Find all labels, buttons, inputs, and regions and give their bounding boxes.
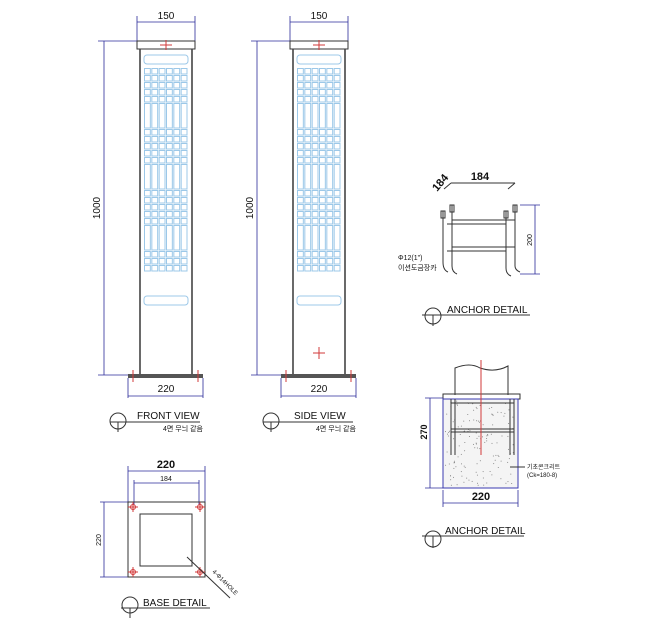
section-width-dimension: 220 [472, 491, 490, 503]
front-base-dimension: 220 [158, 384, 175, 395]
frame-depth-dimension: 184 [430, 172, 452, 194]
rebar-label: Φ12(1") [398, 255, 422, 262]
front-view-note: 4면 무늬 같음 [163, 424, 204, 433]
side-width-dimension: 150 [311, 11, 328, 22]
anchor-frame-detail: 184 184 200 Φ12(1") 이션도금장카 ANCHOR DETAIL [398, 171, 540, 326]
side-height-dimension: 1000 [245, 196, 256, 219]
bolt-hole-icon [128, 567, 138, 577]
anchor-frame-title: ANCHOR DETAIL [447, 305, 528, 316]
base-detail-title: BASE DETAIL [143, 598, 207, 609]
base-vertical-dimension: 220 [96, 534, 103, 546]
section-height-dimension: 270 [419, 424, 429, 439]
front-view: 150 1000 220 FRONT VIEW 4면 무늬 같음 [92, 11, 204, 433]
concrete-label: 기초콘크리트 [527, 463, 561, 471]
frame-height-dimension: 200 [527, 234, 534, 246]
base-detail: 220 184 220 4-Φ14HOLE BASE DETAIL [96, 459, 238, 618]
rebar-material-label: 이션도금장카 [398, 263, 437, 272]
side-base-dimension: 220 [311, 384, 328, 395]
side-view: 150 1000 220 SIDE VIEW 4면 무늬 같음 [245, 11, 357, 433]
side-view-title: SIDE VIEW [294, 411, 346, 422]
base-plate [128, 374, 203, 378]
frame-width-dimension: 184 [471, 171, 490, 183]
front-width-dimension: 150 [158, 11, 175, 22]
anchor-section-detail: 270 220 기초콘크리트 (Ck=180-8) ANCHOR DETAIL [419, 360, 561, 548]
bolt-hole-icon [128, 502, 138, 512]
side-view-note: 4면 무늬 같음 [316, 424, 357, 433]
concrete-spec-label: (Ck=180-8) [527, 473, 557, 479]
lattice-pattern [144, 68, 188, 272]
bolt-hole-icon [195, 567, 205, 577]
anchor-section-title: ANCHOR DETAIL [445, 526, 526, 537]
base-plate-outline [127, 501, 206, 578]
front-view-title: FRONT VIEW [137, 411, 200, 422]
base-bolt-dimension: 184 [160, 476, 172, 483]
lattice-pattern [297, 68, 341, 272]
bolt-hole-icon [195, 502, 205, 512]
base-outer-dimension: 220 [157, 459, 175, 471]
front-height-dimension: 1000 [92, 196, 103, 219]
